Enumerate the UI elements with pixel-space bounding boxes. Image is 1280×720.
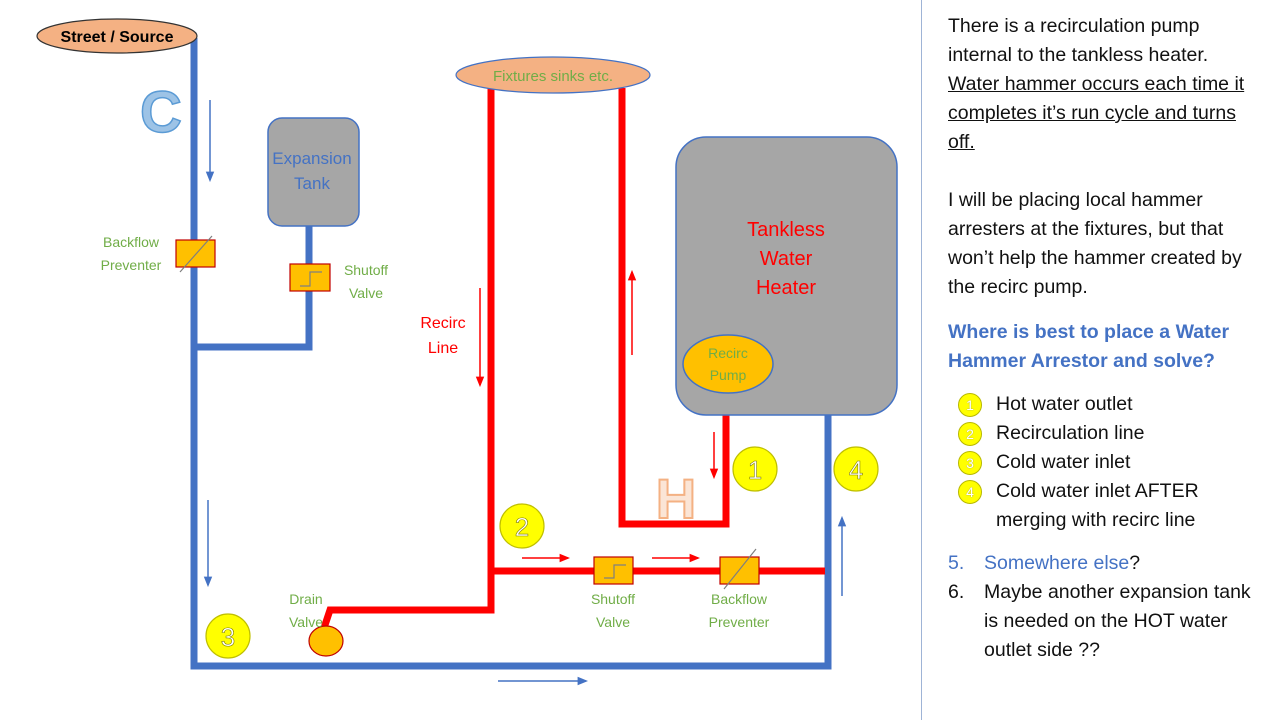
option-badge-1: 1 xyxy=(958,393,982,417)
option-2: 2 Recirculation line xyxy=(958,419,1268,448)
drain-label-2: Valve xyxy=(289,614,323,630)
drain-valve: Drain Valve xyxy=(289,591,344,657)
plumbing-diagram: Street / Source C Expansion Tank Backflo… xyxy=(36,18,898,686)
item-6-number: 6. xyxy=(948,581,965,603)
side-panel: There is a recirculation pump internal t… xyxy=(948,12,1268,665)
recirc-pump: Recirc Pump xyxy=(682,334,774,394)
shutoff-bottom-label-2: Valve xyxy=(596,614,630,630)
pump-label: Recirc xyxy=(708,345,748,361)
hot-water-pipes xyxy=(318,88,825,636)
marker-3: 3 xyxy=(205,613,251,659)
option-badge-4: 4 xyxy=(958,480,982,504)
flow-arrows xyxy=(203,100,847,686)
cold-letter: C xyxy=(140,80,182,145)
expansion-tank: Expansion Tank xyxy=(267,117,360,227)
hammer-arrester-text: I will be placing local hammer arresters… xyxy=(948,189,1242,298)
svg-text:4: 4 xyxy=(849,455,863,485)
heater-label-2: Water xyxy=(760,248,813,270)
recirc-line-label: Recirc xyxy=(420,315,465,332)
item-5-suffix: ? xyxy=(1129,552,1141,574)
numbered-list: 5. Somewhere else? 6. Maybe another expa… xyxy=(948,549,1268,665)
options-list: 1 Hot water outlet 2 Recirculation line … xyxy=(958,390,1268,535)
item-6: 6. Maybe another expansion tank is neede… xyxy=(948,578,1268,665)
heater-label-3: Heater xyxy=(756,277,816,299)
shutoff-top-label: Shutoff xyxy=(344,262,388,278)
backflow-preventer-left: Backflow Preventer xyxy=(101,234,216,273)
fixtures: Fixtures sinks etc. xyxy=(455,56,651,94)
option-text-3: Cold water inlet xyxy=(996,451,1131,473)
hot-letter: H xyxy=(656,467,696,530)
expansion-tank-label: Expansion xyxy=(272,149,351,168)
svg-text:3: 3 xyxy=(221,622,235,652)
fixtures-label: Fixtures sinks etc. xyxy=(493,68,613,85)
option-3: 3 Cold water inlet xyxy=(958,448,1268,477)
marker-1: 1 xyxy=(732,446,778,492)
option-badge-3: 3 xyxy=(958,451,982,475)
option-4: 4 Cold water inlet AFTER merging with re… xyxy=(958,477,1268,535)
backflow-bottom-label: Backflow xyxy=(711,591,768,607)
vertical-divider xyxy=(921,0,922,720)
option-text-4: Cold water inlet AFTER merging with reci… xyxy=(996,480,1199,531)
svg-text:1: 1 xyxy=(748,455,762,485)
marker-2: 2 xyxy=(499,503,545,549)
shutoff-top-label-2: Valve xyxy=(349,285,383,301)
option-badge-2: 2 xyxy=(958,422,982,446)
shutoff-valve-bottom: Shutoff Valve xyxy=(591,556,635,630)
marker-4: 4 xyxy=(833,446,879,492)
option-text-2: Recirculation line xyxy=(996,422,1145,444)
backflow-bottom-label-2: Preventer xyxy=(709,614,770,630)
recirc-line-label-2: Line xyxy=(428,340,458,357)
backflow-preventer-bottom: Backflow Preventer xyxy=(709,548,770,630)
option-1: 1 Hot water outlet xyxy=(958,390,1268,419)
shutoff-bottom-label: Shutoff xyxy=(591,591,635,607)
backflow-left-label: Backflow xyxy=(103,234,160,250)
heater-label: Tankless xyxy=(747,219,825,241)
pump-label-2: Pump xyxy=(710,367,747,383)
source-label: Street / Source xyxy=(61,29,174,46)
water-hammer-text: Water hammer occurs each time it complet… xyxy=(948,73,1245,153)
shutoff-valve-top: Shutoff Valve xyxy=(289,262,388,301)
item-5: 5. Somewhere else? xyxy=(948,549,1268,578)
option-text-1: Hot water outlet xyxy=(996,393,1133,415)
item-6-text: Maybe another expansion tank is needed o… xyxy=(984,581,1251,661)
expansion-tank-label-2: Tank xyxy=(294,174,330,193)
svg-text:2: 2 xyxy=(515,512,529,542)
backflow-left-label-2: Preventer xyxy=(101,257,162,273)
item-5-number: 5. xyxy=(948,552,965,574)
question-text: Where is best to place a Water Hammer Ar… xyxy=(948,321,1230,372)
intro-text: There is a recirculation pump internal t… xyxy=(948,15,1209,66)
item-5-text: Somewhere else xyxy=(984,552,1130,574)
street-source: Street / Source xyxy=(36,18,198,54)
drain-label: Drain xyxy=(289,591,322,607)
